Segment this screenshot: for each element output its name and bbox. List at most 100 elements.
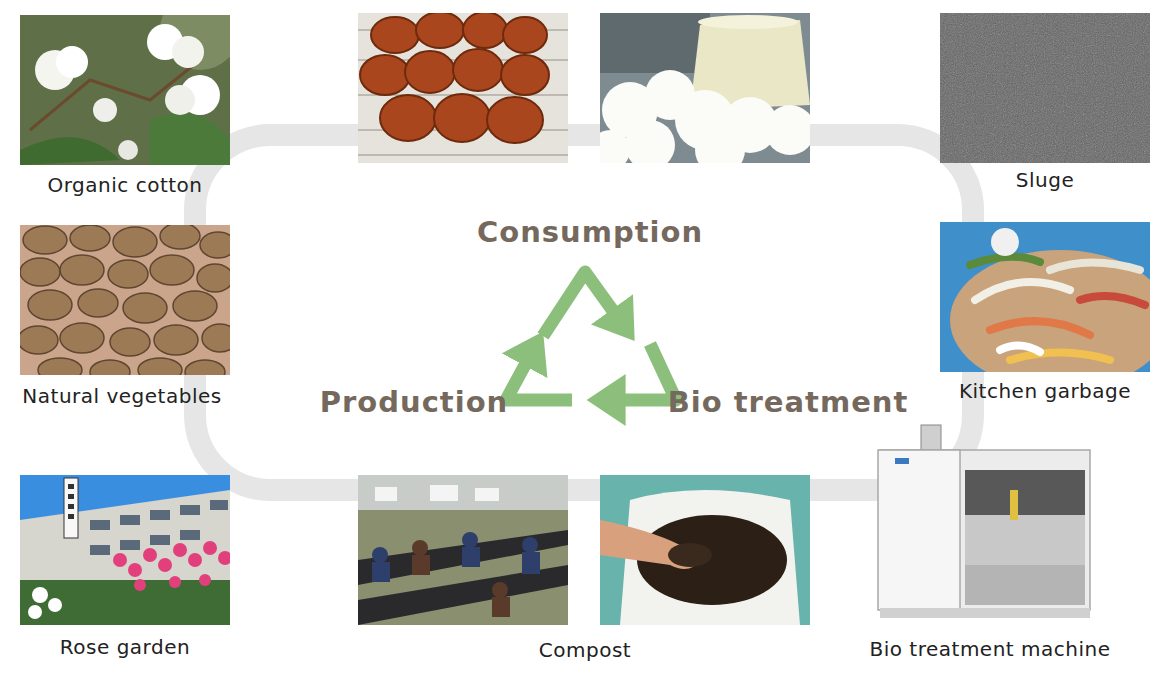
stage-label: Consumption	[477, 215, 703, 250]
croquette-photo-part-part	[371, 17, 419, 53]
field-photo-part-part	[522, 537, 538, 553]
potato-photo-part-part	[60, 255, 104, 285]
photo-caption: Bio treatment machine	[869, 637, 1110, 661]
potato-photo-part-part	[110, 328, 150, 356]
potato-photo-part-part	[154, 325, 198, 355]
stage-label: Production	[320, 385, 508, 420]
garbage-photo	[940, 222, 1150, 372]
potato-photo-part-part	[113, 227, 157, 257]
croquette-photo-part-part	[360, 55, 410, 95]
rose-garden-photo-part-part	[68, 494, 74, 499]
garbage-photo-part-part	[1010, 353, 1110, 361]
potato-photo-part-part	[23, 226, 67, 254]
rose-garden-photo-part-part	[90, 545, 110, 555]
rose-garden-photo-part-part	[120, 540, 140, 550]
garbage-photo-part	[991, 228, 1019, 256]
cotton-photo-part	[56, 46, 88, 78]
cotton-yarn-photo-part	[698, 15, 798, 29]
potato-photo-part-part	[20, 326, 58, 354]
bio-treatment-machine	[878, 425, 1090, 618]
rose-garden-photo-part-part	[68, 484, 74, 489]
potato-photo-part-part	[202, 324, 230, 352]
garbage-photo-part-part	[970, 257, 1040, 265]
cotton-photo	[20, 15, 230, 165]
rose-garden-photo-part	[90, 500, 228, 555]
cotton-photo-part	[165, 85, 195, 115]
potato-photo-part-part	[38, 358, 82, 375]
field-photo-part	[358, 475, 568, 510]
garbage-photo-part	[970, 257, 1145, 360]
sludge-photo-part	[940, 13, 1150, 163]
croquette-photo-part-part	[358, 154, 568, 156]
field-photo-part-part	[462, 547, 480, 567]
rose-garden-photo-part-part	[150, 510, 170, 520]
sludge-photo-part	[940, 13, 1150, 163]
field-photo-part-part	[412, 555, 430, 575]
photo-caption: Compost	[539, 638, 631, 662]
sludge-photo	[940, 13, 1150, 163]
rose-garden-photo-part-part	[203, 541, 217, 555]
field-photo-part-part	[492, 597, 510, 617]
cycle-track	[195, 135, 973, 490]
rose-garden-photo-part-part	[173, 543, 187, 557]
photo-caption: Sluge	[1016, 168, 1074, 192]
croquette-photo-part-part	[453, 49, 503, 91]
potato-photo-part-part	[20, 258, 60, 286]
cotton-yarn-photo-part-part	[625, 120, 675, 163]
potato-photo-part-part	[123, 293, 167, 323]
potato-photo-part-part	[200, 232, 230, 258]
field-photo-part-part	[412, 540, 428, 556]
garbage-photo-part-part	[1080, 296, 1145, 305]
cotton-yarn-photo-part-part	[600, 130, 630, 163]
field-photo-part-part	[462, 532, 478, 548]
rose-garden-photo-part-part	[180, 530, 200, 540]
rose-garden-photo-part-part	[68, 504, 74, 509]
rose-garden-photo-part-part	[48, 598, 62, 612]
potato-photo-part-part	[173, 291, 217, 321]
potato-photo-part-part	[150, 255, 194, 285]
recycle-symbol-part	[506, 352, 572, 400]
rose-garden-photo-part-part	[218, 551, 230, 565]
rose-garden-photo-part-part	[199, 574, 211, 586]
field-photo-part-part	[430, 485, 458, 501]
recycle-symbol-part	[610, 344, 676, 400]
potato-photo-part-part	[70, 225, 110, 251]
rose-garden-photo-part-part	[134, 579, 146, 591]
rose-garden-photo-part-part	[169, 576, 181, 588]
compost-bag-photo-part	[668, 543, 712, 567]
garbage-photo-part-part	[1000, 345, 1040, 352]
garbage-photo-part-part	[990, 321, 1090, 335]
cotton-photo-part	[150, 113, 230, 165]
field-photo-part-part	[375, 487, 397, 501]
field-photo	[358, 475, 568, 625]
rose-garden-photo-part-part	[68, 514, 74, 519]
bio-treatment-machine-part	[921, 425, 941, 453]
bio-treatment-machine-part	[965, 470, 1085, 515]
field-photo-part	[358, 475, 568, 625]
compost-bag-photo	[600, 475, 810, 625]
rose-garden-photo	[20, 475, 230, 625]
field-photo-part	[372, 532, 540, 582]
compost-bag-photo-part	[600, 475, 810, 625]
croquette-photo-part-part	[416, 13, 464, 48]
rose-garden-photo-part	[113, 541, 230, 591]
cotton-photo-part	[93, 98, 117, 122]
croquette-photo-part-part	[501, 55, 549, 95]
rose-garden-photo-part	[20, 490, 230, 625]
potato-photo-part	[20, 225, 230, 375]
photo-caption: Natural vegetables	[22, 384, 221, 408]
rose-garden-photo-part	[28, 587, 62, 619]
field-photo-part	[375, 485, 499, 501]
recycle-symbol-part	[543, 272, 621, 336]
rose-garden-photo-part-part	[150, 535, 170, 545]
bio-treatment-machine-part	[965, 515, 1085, 565]
potato-photo-part-part	[60, 323, 104, 353]
potato-photo-part-part	[185, 360, 225, 375]
croquette-photo-part-part	[487, 97, 543, 143]
field-photo-part-part	[372, 547, 388, 563]
garbage-photo-part-part	[1050, 263, 1140, 271]
potato-photo-part-part	[138, 358, 182, 375]
field-photo-part	[412, 540, 510, 617]
